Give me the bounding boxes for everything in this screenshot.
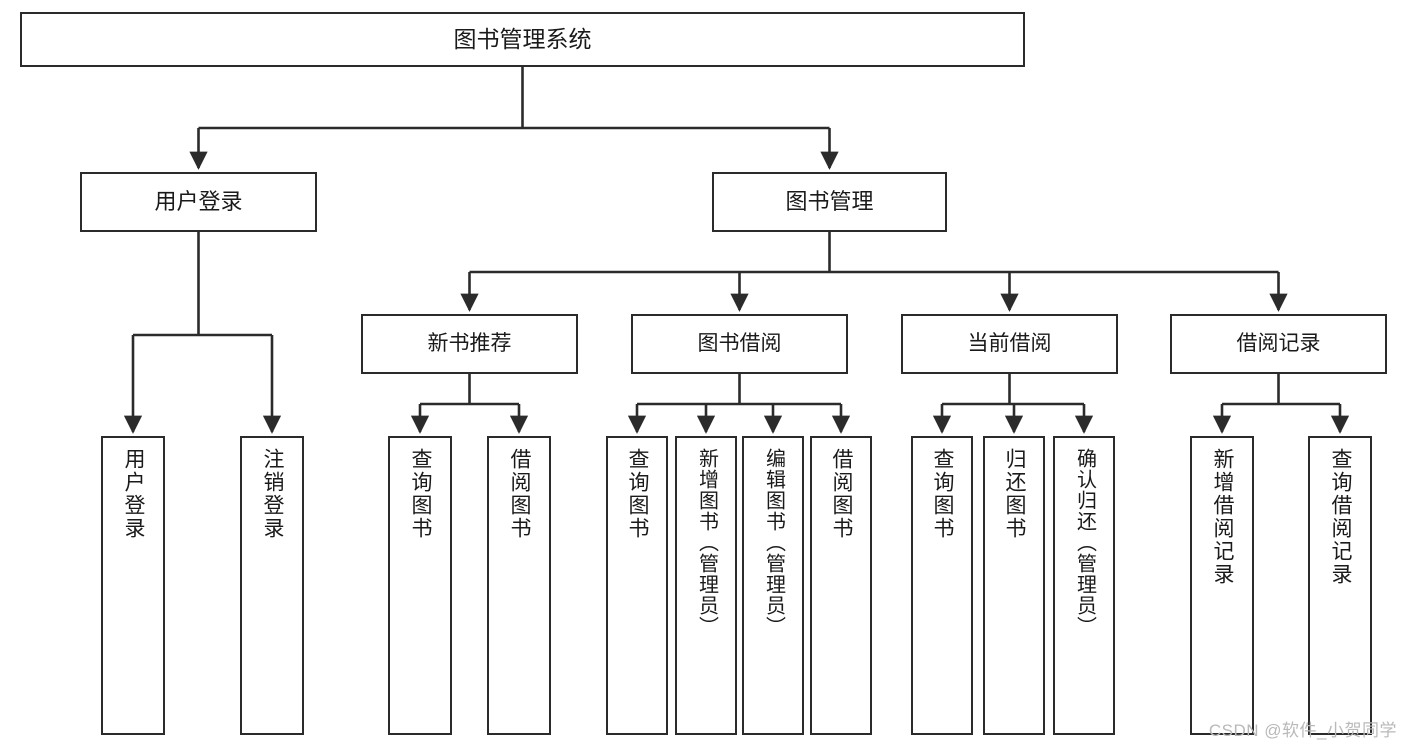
node-l3-3: 借阅记录 (1170, 314, 1387, 374)
node-leaf-7: 借阅图书 (810, 436, 872, 735)
node-leaf-1: 注销登录 (240, 436, 304, 735)
node-label: 图书管理系统 (453, 25, 592, 52)
node-label: 查询借阅记录 (1329, 448, 1353, 586)
node-l3-1: 图书借阅 (631, 314, 848, 374)
node-label: 当前借阅 (967, 331, 1052, 355)
node-label: 编辑图书（管理员） (762, 448, 785, 637)
node-label: 查询图书 (626, 448, 650, 540)
node-label: 查询图书 (409, 448, 433, 540)
node-label: 查询图书 (931, 448, 955, 540)
node-leaf-2: 查询图书 (388, 436, 452, 735)
node-label: 新书推荐 (427, 331, 512, 355)
node-label: 归还图书 (1003, 448, 1027, 540)
node-label: 图书管理 (785, 189, 874, 215)
node-label: 借阅图书 (830, 448, 854, 540)
node-label: 注销登录 (261, 448, 285, 540)
node-leaf-11: 新增借阅记录 (1190, 436, 1254, 735)
node-l2-0: 用户登录 (80, 172, 317, 232)
node-l3-2: 当前借阅 (901, 314, 1118, 374)
node-l3-0: 新书推荐 (361, 314, 578, 374)
node-label: 用户登录 (154, 189, 243, 215)
node-leaf-4: 查询图书 (606, 436, 668, 735)
node-label: 借阅记录 (1236, 331, 1321, 355)
node-label: 确认归还（管理员） (1073, 448, 1096, 637)
node-label: 图书借阅 (697, 331, 782, 355)
node-leaf-12: 查询借阅记录 (1308, 436, 1372, 735)
node-label: 用户登录 (122, 448, 146, 540)
csdn-watermark: CSDN @软件_小贺同学 (1208, 721, 1397, 740)
node-leaf-0: 用户登录 (101, 436, 165, 735)
node-label: 新增图书（管理员） (695, 448, 718, 637)
node-l2-1: 图书管理 (712, 172, 947, 232)
node-label: 新增借阅记录 (1211, 448, 1235, 586)
node-label: 借阅图书 (508, 448, 532, 540)
node-leaf-6: 编辑图书（管理员） (742, 436, 804, 735)
node-leaf-8: 查询图书 (911, 436, 973, 735)
node-leaf-10: 确认归还（管理员） (1053, 436, 1115, 735)
node-leaf-5: 新增图书（管理员） (675, 436, 737, 735)
node-leaf-3: 借阅图书 (487, 436, 551, 735)
node-root: 图书管理系统 (20, 12, 1025, 67)
node-leaf-9: 归还图书 (983, 436, 1045, 735)
